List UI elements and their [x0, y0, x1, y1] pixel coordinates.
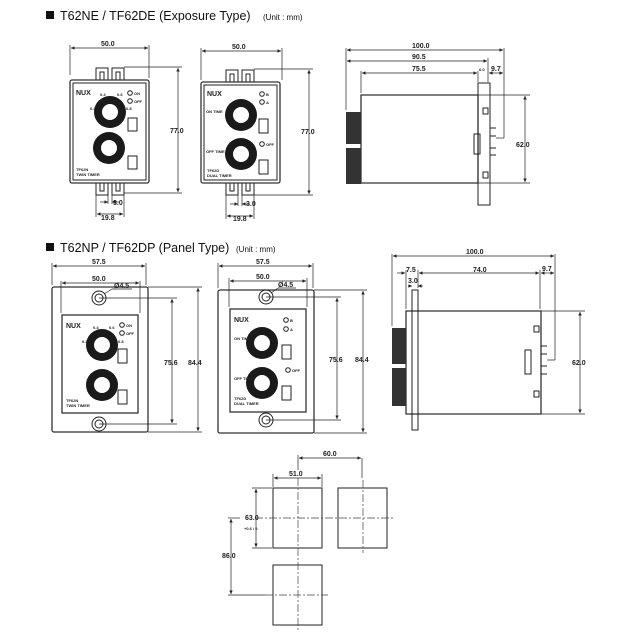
dimension-label: OFF: [126, 331, 135, 336]
dimension-label: 0.8: [118, 339, 124, 344]
dimension-label: B: [266, 92, 269, 97]
dimension-label: 0.6: [109, 325, 115, 330]
dimension-label: 63.0: [245, 515, 259, 522]
dimension-label: NUX: [66, 323, 81, 330]
dimension-label: DUAL TIMER: [234, 401, 259, 406]
dimension-label: ON TIME: [206, 109, 223, 114]
dimension-label: 75.6: [329, 357, 343, 364]
dimension-label: 19.8: [101, 215, 115, 222]
dimension-label: 3.0: [408, 278, 418, 285]
dimension-label: Ø4.5: [278, 282, 293, 289]
dimension-label: 50.0: [232, 44, 246, 51]
dimension-label: 60.0: [323, 451, 337, 458]
dimension-label: TWIN TIMER: [76, 172, 100, 177]
dimension-label: 86.0: [222, 553, 236, 560]
dimension-label: 6.0: [479, 67, 485, 72]
dimension-label: 9.7: [491, 66, 501, 73]
dimension-label: 100.0: [412, 43, 430, 50]
dimension-label: 75.6: [164, 360, 178, 367]
dimension-label: OFF: [266, 142, 275, 147]
dimension-label: 77.0: [301, 129, 315, 136]
dip-switch[interactable]: [117, 348, 128, 364]
brand-logo: NUX: [76, 90, 91, 97]
dimension-label: OFF: [134, 99, 143, 104]
dimension-label: 0.8: [126, 106, 132, 111]
dimension-label: 9.7: [542, 266, 552, 273]
dimension-label: OFF TIME: [206, 149, 225, 154]
dimension-label: 57.5: [256, 259, 270, 266]
dimension-label: B: [290, 318, 293, 323]
dimension-label: 62.0: [516, 142, 530, 149]
unit-label: (Unit : mm): [263, 13, 303, 22]
unit-label: (Unit : mm): [236, 245, 276, 254]
dimension-label: 3.0: [113, 200, 123, 207]
dimension-label: 50.0: [256, 274, 270, 281]
dimension-label: +0.6 / 0: [244, 526, 258, 531]
dimension-label: TF62D: [207, 168, 219, 173]
side-view-panel: [392, 289, 547, 431]
dip-switch[interactable]: [258, 159, 269, 175]
dip-switch[interactable]: [127, 117, 138, 132]
dimension-label: A: [290, 327, 293, 332]
front-view-dual-exposure: NUX ON TIME OFF TIME B A OFF TF62D DUAL …: [200, 69, 281, 196]
dimension-label: 84.4: [188, 360, 202, 367]
section-title-exposure: T62NE / TF62DE (Exposure Type): [60, 9, 251, 23]
dimension-label: 7.5: [406, 267, 416, 274]
dimension-label: TF62N: [76, 167, 88, 172]
dimension-label: ON TIME: [234, 336, 251, 341]
section-title-panel: T62NP / TF62DP (Panel Type): [60, 241, 229, 255]
dimension-label: DUAL TIMER: [207, 173, 232, 178]
side-view-exposure: [346, 82, 496, 206]
dimension-label: OFF: [292, 368, 301, 373]
dimension-label: TWIN TIMER: [66, 403, 90, 408]
dimension-label: 0.6: [117, 92, 123, 97]
dimension-label: 57.5: [92, 259, 106, 266]
dimension-label: 100.0: [466, 249, 484, 256]
dimension-label: 50.0: [101, 41, 115, 48]
dimension-label: TF62N: [66, 398, 78, 403]
dimension-label: NUX: [207, 91, 222, 98]
front-view-twin-exposure: NUX 0.4 0.6 0.2 0.8 ON OFF TF62N TWIN TIME…: [69, 67, 150, 196]
dimension-label: ON: [134, 91, 140, 96]
dimension-label: ON: [126, 323, 132, 328]
bullet-square-icon: [46, 243, 54, 251]
dimension-label: 74.0: [473, 267, 487, 274]
dimension-label: 19.8: [233, 216, 247, 223]
dimension-label: 62.0: [572, 360, 586, 367]
dimension-label: Ø4.5: [114, 283, 129, 290]
dip-switch[interactable]: [127, 155, 138, 170]
dip-switch[interactable]: [281, 385, 292, 401]
dimension-label: 84.4: [355, 357, 369, 364]
dip-switch[interactable]: [258, 118, 269, 134]
dimension-label: 3.0: [246, 201, 256, 208]
dip-switch[interactable]: [117, 389, 128, 405]
panel-cutout-drawing: [255, 478, 395, 632]
led-icon: [127, 90, 133, 96]
dimension-label: TF62D: [234, 396, 246, 401]
dimension-label: 0.2: [90, 106, 96, 111]
led-icon: [127, 98, 133, 104]
dimension-label: 0.4: [100, 92, 106, 97]
dimension-label: 77.0: [170, 128, 184, 135]
dimension-label: 75.5: [412, 66, 426, 73]
dimension-label: NUX: [234, 317, 249, 324]
bullet-square-icon: [46, 11, 54, 19]
dimension-label: A: [266, 100, 269, 105]
dimension-label: OFF TIME: [234, 376, 253, 381]
dimension-label: 0.4: [93, 325, 99, 330]
dimension-label: 50.0: [92, 276, 106, 283]
dimension-label: 90.5: [412, 54, 426, 61]
dimension-label: 51.0: [289, 471, 303, 478]
dimension-label: 0.2: [82, 339, 88, 344]
dip-switch[interactable]: [281, 344, 292, 360]
